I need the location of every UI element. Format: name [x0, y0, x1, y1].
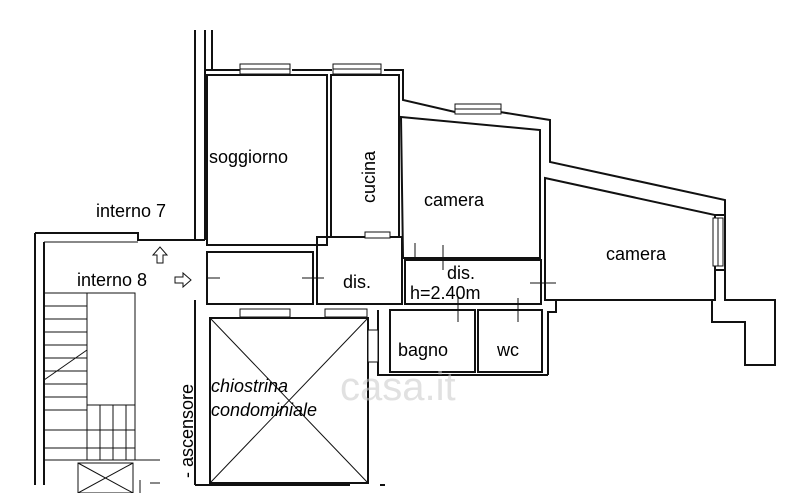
room-label-camera-2: camera — [606, 244, 667, 264]
entrance-arrows — [151, 246, 192, 289]
label-interno-8: interno 8 — [77, 270, 147, 290]
label-ascensore: - ascensore — [177, 384, 197, 478]
room-label-bagno: bagno — [398, 340, 448, 360]
room-label-soggiorno: soggiorno — [209, 147, 288, 167]
label-chiostrina: chiostrina — [211, 376, 288, 396]
room-walls — [206, 74, 716, 484]
room-label-cucina: cucina — [359, 150, 379, 203]
fixture-marks — [208, 243, 556, 322]
outer-walls — [170, 30, 776, 486]
label-interno-7: interno 7 — [96, 201, 166, 221]
ceiling-height-label: h=2.40m — [410, 283, 481, 303]
watermark: casa.it — [340, 365, 456, 409]
stairwell — [34, 232, 170, 493]
windows — [239, 63, 724, 363]
room-label-wc: wc — [496, 340, 519, 360]
label-condominiale: condominiale — [211, 400, 317, 420]
room-label-camera-1: camera — [424, 190, 485, 210]
room-label-dis-2: dis. — [447, 263, 475, 283]
room-label-dis-1: dis. — [343, 272, 371, 292]
